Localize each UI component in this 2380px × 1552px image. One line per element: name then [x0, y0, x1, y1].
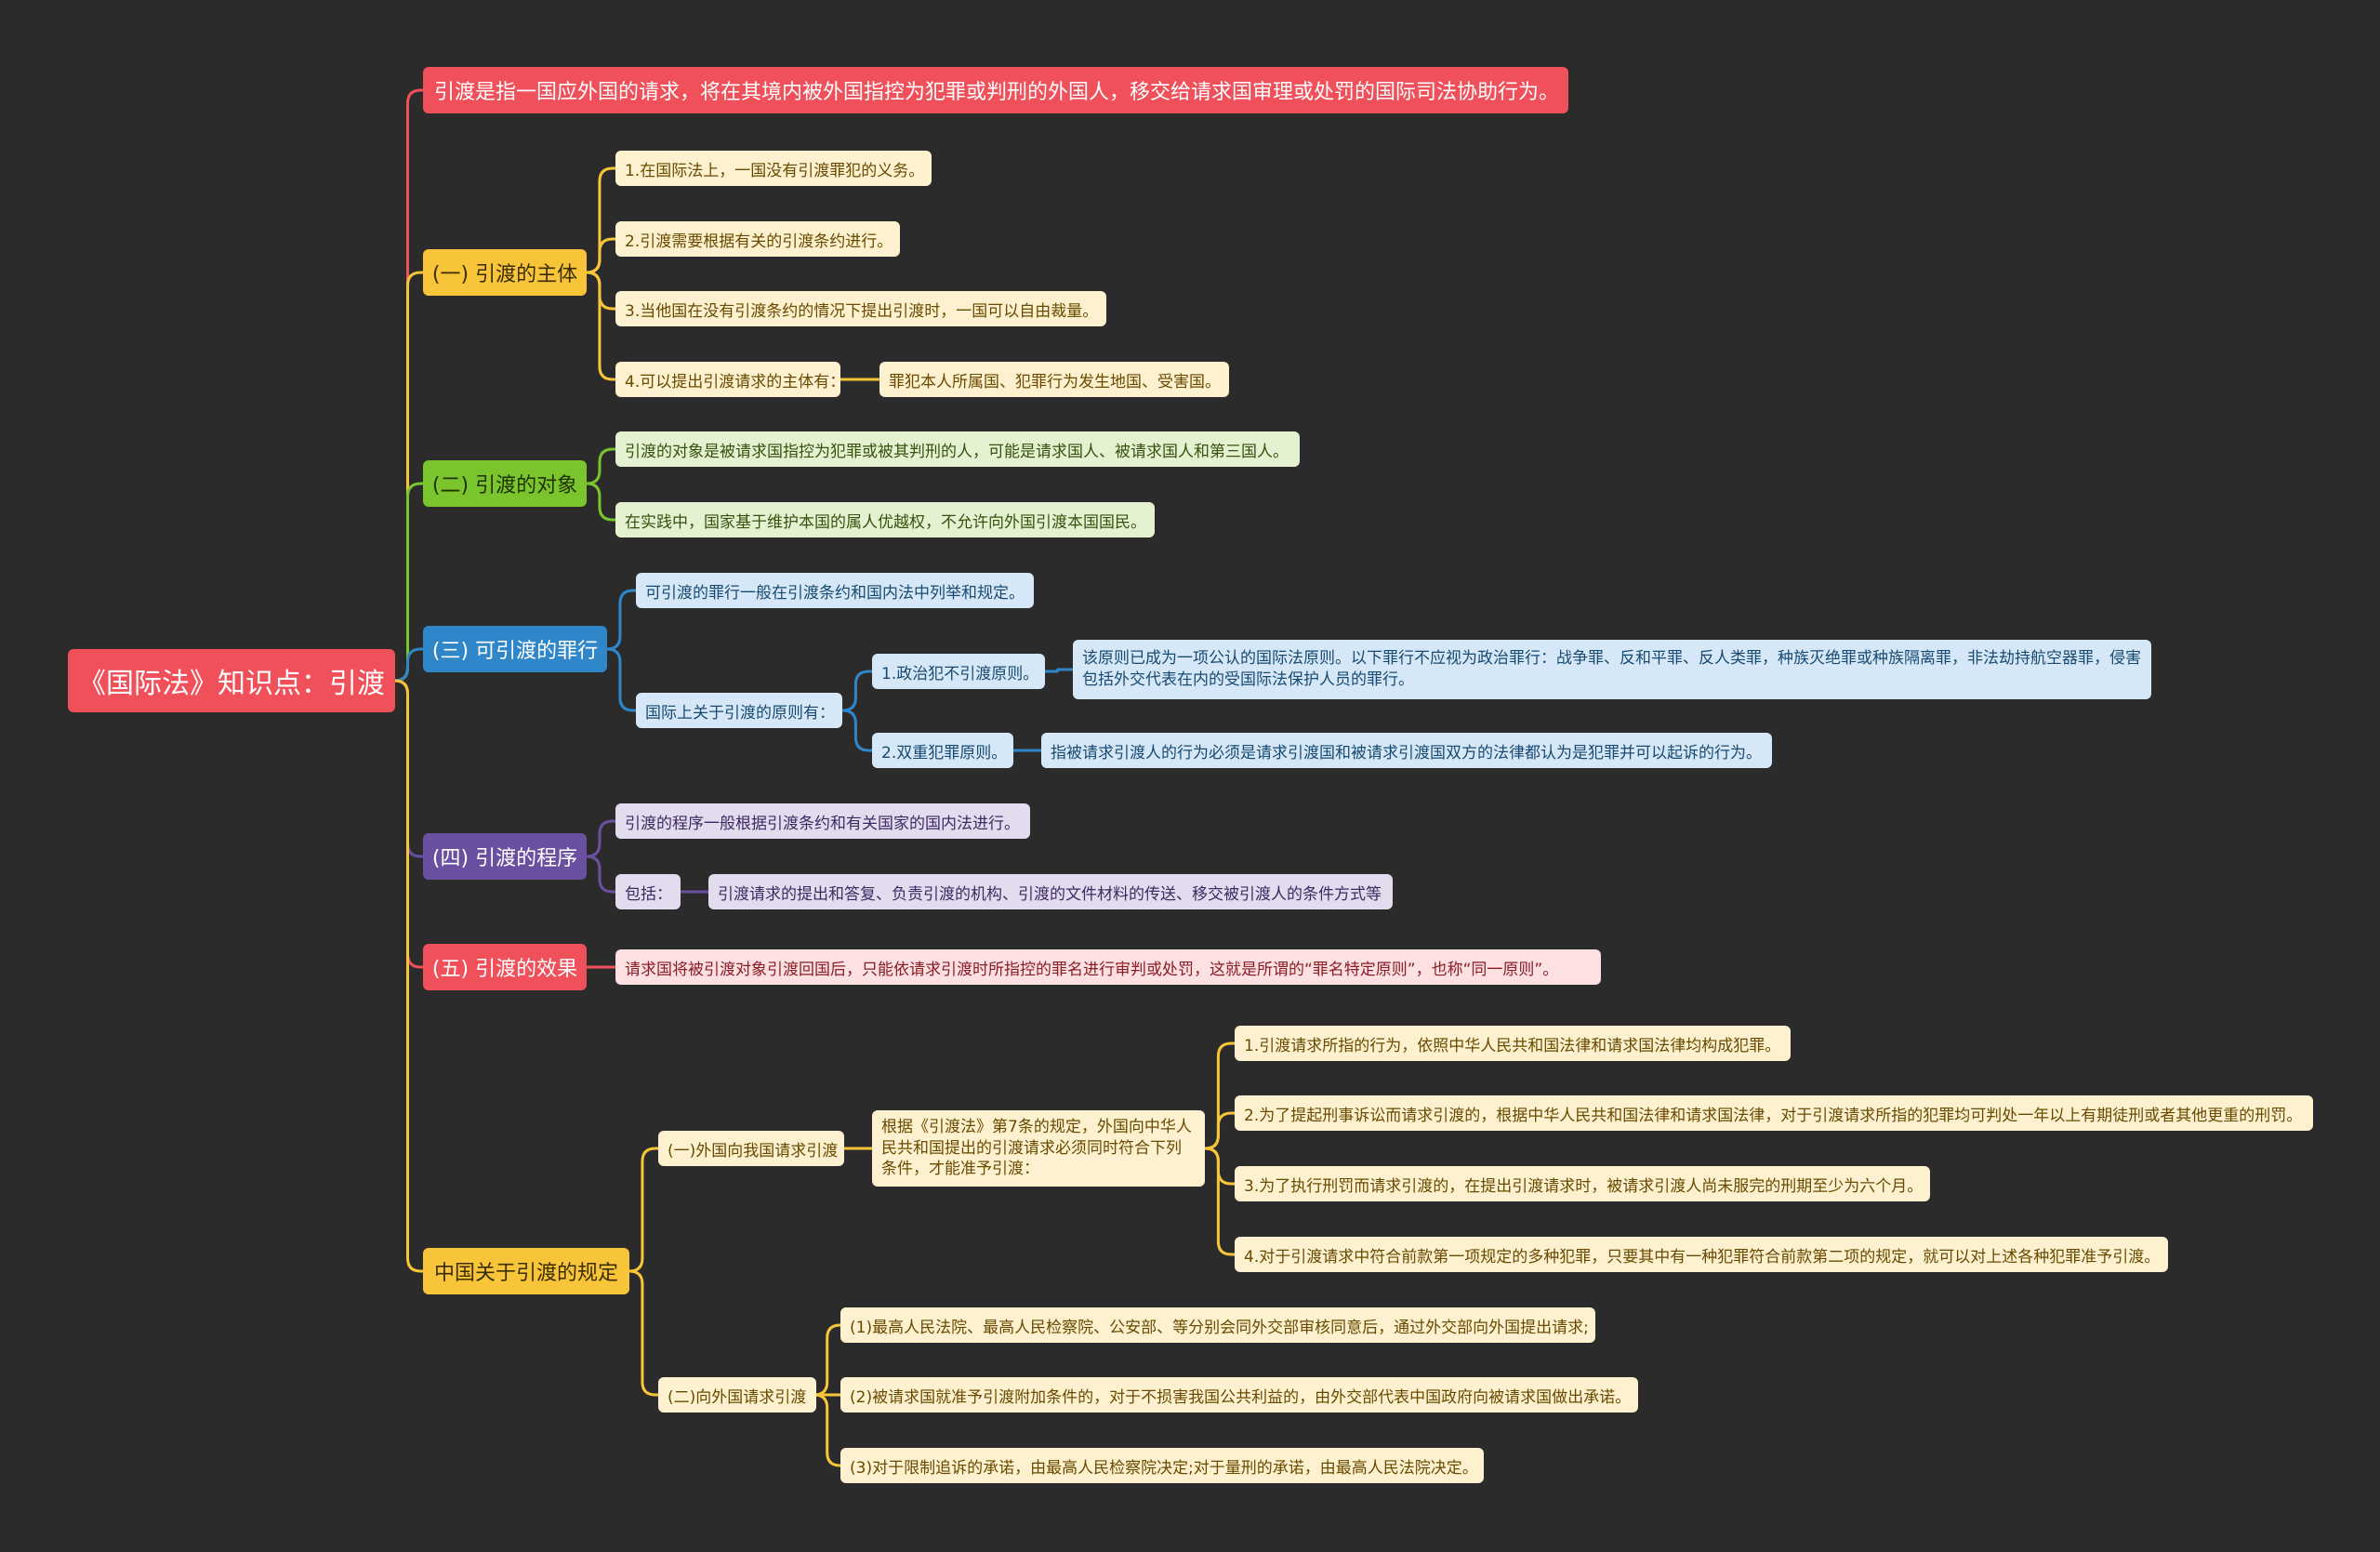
- connector-subject-3: [586, 271, 615, 311]
- outbound-item-2[interactable]: (2)被请求国就准予引渡附加条件的，对于不损害我国公共利益的，由外交部代表中国政…: [840, 1377, 1638, 1413]
- inbound-condition-2[interactable]: 2.为了提起刑事诉讼而请求引渡的，根据中华人民共和国法律和请求国法律，对于引渡请…: [1235, 1095, 2313, 1131]
- connector-procedure-1: [586, 819, 615, 858]
- connector-root-object: [394, 482, 423, 683]
- branch-crimes[interactable]: (三) 可引渡的罪行: [423, 626, 607, 672]
- procedure-item-1[interactable]: 引渡的程序一般根据引渡条约和有关国家的国内法进行。: [615, 803, 1030, 839]
- connector-condition-4: [1205, 1147, 1235, 1256]
- china-inbound[interactable]: (一)外国向我国请求引渡: [658, 1131, 844, 1166]
- connector-root-china: [394, 679, 423, 1273]
- principle-1-detail[interactable]: 该原则已成为一项公认的国际法原则。以下罪行不应视为政治罪行：战争罪、反和平罪、反…: [1073, 640, 2151, 699]
- inbound-condition-4[interactable]: 4.对于引渡请求中符合前款第一项规定的多种犯罪，只要其中有一种犯罪符合前款第二项…: [1235, 1237, 2168, 1272]
- principle-2[interactable]: 2.双重犯罪原则。: [872, 733, 1013, 768]
- procedure-include-detail[interactable]: 引渡请求的提出和答复、负责引渡的机构、引渡的文件材料的传送、移交被引渡人的条件方…: [708, 874, 1393, 909]
- branch-procedure[interactable]: (四) 引渡的程序: [423, 833, 587, 880]
- principle-2-detail[interactable]: 指被请求引渡人的行为必须是请求引渡国和被请求引渡国双方的法律都认为是犯罪并可以起…: [1041, 733, 1772, 768]
- branch-subject[interactable]: (一) 引渡的主体: [423, 249, 587, 296]
- subject-item-4-detail[interactable]: 罪犯本人所属国、犯罪行为发生地国、受害国。: [879, 362, 1229, 397]
- subject-item-3[interactable]: 3.当他国在没有引渡条约的情况下提出引渡时，一国可以自由裁量。: [615, 291, 1106, 326]
- branch-object[interactable]: (二) 引渡的对象: [423, 460, 587, 507]
- connector-condition-3: [1205, 1147, 1235, 1186]
- crimes-item-1[interactable]: 可引渡的罪行一般在引渡条约和国内法中列举和规定。: [636, 573, 1034, 608]
- connector-subject-1: [586, 166, 615, 274]
- branch-china[interactable]: 中国关于引渡的规定: [423, 1248, 629, 1294]
- subject-item-2[interactable]: 2.引渡需要根据有关的引渡条约进行。: [615, 221, 900, 257]
- procedure-item-2[interactable]: 包括：: [615, 874, 681, 909]
- connector-china-outbound: [628, 1269, 658, 1397]
- connector-condition-1: [1205, 1041, 1235, 1150]
- inbound-condition-1[interactable]: 1.引渡请求所指的行为，依照中华人民共和国法律和请求国法律均构成犯罪。: [1235, 1026, 1791, 1061]
- connector-outbound-3: [813, 1393, 840, 1467]
- root-topic[interactable]: 《国际法》知识点：引渡: [68, 649, 395, 712]
- connector-crimes-2: [606, 647, 636, 712]
- principle-1[interactable]: 1.政治犯不引渡原则。: [872, 654, 1045, 689]
- connector-principle-1-detail: [1045, 668, 1073, 673]
- connector-principle-1: [842, 670, 872, 712]
- branch-effect[interactable]: (五) 引渡的效果: [423, 944, 587, 990]
- connector-object-2: [586, 482, 615, 522]
- subject-item-1[interactable]: 1.在国际法上，一国没有引渡罪犯的义务。: [615, 151, 932, 186]
- china-outbound[interactable]: (二)向外国请求引渡: [658, 1377, 816, 1413]
- object-item-1[interactable]: 引渡的对象是被请求国指控为犯罪或被其判刑的人，可能是请求国人、被请求国人和第三国…: [615, 431, 1300, 467]
- subject-item-4[interactable]: 4.可以提出引渡请求的主体有：: [615, 362, 840, 397]
- connector-subject-2: [586, 237, 615, 274]
- outbound-item-3[interactable]: (3)对于限制追诉的承诺，由最高人民检察院决定;对于量刑的承诺，由最高人民法院决…: [840, 1448, 1484, 1483]
- connector-china-inbound: [628, 1147, 658, 1273]
- china-inbound-basis[interactable]: 根据《引渡法》第7条的规定，外国向中华人民共和国提出的引渡请求必须同时符合下列条…: [872, 1110, 1205, 1187]
- definition-node[interactable]: 引渡是指一国应外国的请求，将在其境内被外国指控为犯罪或判刑的外国人，移交给请求国…: [423, 67, 1568, 113]
- connector-subject-4: [586, 271, 615, 381]
- connector-outbound-1: [813, 1323, 840, 1397]
- object-item-2[interactable]: 在实践中，国家基于维护本国的属人优越权，不允许向外国引渡本国国民。: [615, 502, 1155, 537]
- connector-procedure-2: [586, 855, 615, 894]
- connector-root-crimes: [394, 647, 423, 683]
- outbound-item-1[interactable]: (1)最高人民法院、最高人民检察院、公安部、等分别会同外交部审核同意后，通过外交…: [840, 1307, 1595, 1343]
- connector-principle-2: [842, 709, 872, 752]
- crimes-item-2[interactable]: 国际上关于引渡的原则有：: [636, 693, 842, 728]
- connector-crimes-1: [606, 589, 636, 651]
- inbound-condition-3[interactable]: 3.为了执行刑罚而请求引渡的，在提出引渡请求时，被请求引渡人尚未服完的刑期至少为…: [1235, 1166, 1930, 1201]
- connector-object-1: [586, 447, 615, 485]
- connector-condition-2: [1205, 1111, 1235, 1150]
- effect-item-1[interactable]: 请求国将被引渡对象引渡回国后，只能依请求引渡时所指控的罪名进行审判或处罚，这就是…: [615, 949, 1601, 985]
